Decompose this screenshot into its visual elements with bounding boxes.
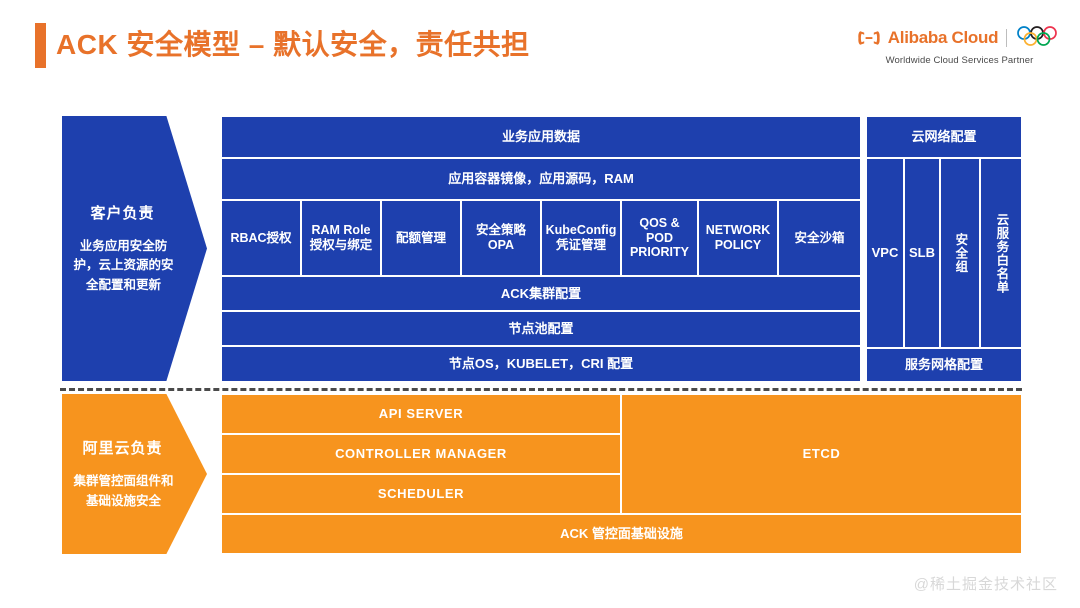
title-accent-bar (35, 23, 46, 68)
network-item-slb: SLB (904, 158, 940, 348)
brand-row: Alibaba Cloud (857, 25, 1062, 51)
olympic-rings-icon (1015, 25, 1061, 51)
customer-responsibility-panel: 客户负责 业务应用安全防护，云上资源的安全配置和更新 (62, 116, 207, 381)
control-kubeconfig: KubeConfig 凭证管理 (541, 200, 621, 276)
component-controller-manager: CONTROLLER MANAGER (221, 434, 621, 474)
row-ack-cluster-config: ACK集群配置 (221, 276, 861, 311)
control-sandbox: 安全沙箱 (778, 200, 861, 276)
control-rbac: RBAC授权 (221, 200, 301, 276)
alibaba-title: 阿里云负责 (82, 440, 163, 458)
service-mesh-config: 服务网格配置 (866, 348, 1022, 382)
control-qos-pod-priority: QOS & POD PRIORITY (621, 200, 698, 276)
row-nodepool-config: 节点池配置 (221, 311, 861, 346)
row-business-app-data: 业务应用数据 (221, 116, 861, 158)
brand-logo: Alibaba Cloud Worldwide Cloud Services P… (857, 25, 1062, 66)
network-item-security-group: 安全组 (940, 158, 980, 348)
control-ram-role: RAM Role 授权与绑定 (301, 200, 381, 276)
customer-description: 业务应用安全防护，云上资源的安全配置和更新 (73, 238, 174, 292)
control-network-policy: NETWORK POLICY (698, 200, 778, 276)
watermark: @稀土掘金技术社区 (913, 576, 1058, 593)
responsibility-divider (60, 388, 1022, 391)
network-item-service-allowlist: 云服务白名单 (980, 158, 1022, 348)
network-item-vpc: VPC (866, 158, 904, 348)
brand-name: Alibaba Cloud (887, 28, 999, 47)
alibaba-responsibility-panel: 阿里云负责 集群管控面组件和基础设施安全 (62, 394, 207, 554)
page-title: ACK 安全模型 – 默认安全，责任共担 (56, 29, 530, 60)
row-node-os-config: 节点OS，KUBELET，CRI 配置 (221, 346, 861, 382)
ack-control-plane-infrastructure: ACK 管控面基础设施 (221, 514, 1022, 554)
control-quota: 配额管理 (381, 200, 461, 276)
brand-tagline: Worldwide Cloud Services Partner (885, 55, 1034, 66)
row-app-images: 应用容器镜像，应用源码，RAM (221, 158, 861, 200)
alibaba-description: 集群管控面组件和基础设施安全 (73, 474, 174, 508)
control-opa: 安全策略 OPA (461, 200, 541, 276)
component-api-server: API SERVER (221, 394, 621, 434)
cloud-network-config: 云网络配置 (866, 116, 1022, 158)
alibaba-cloud-logo-icon (858, 30, 880, 46)
customer-title: 客户负责 (90, 204, 155, 222)
component-scheduler: SCHEDULER (221, 474, 621, 514)
page-header: ACK 安全模型 – 默认安全，责任共担 Alibaba Cloud (0, 0, 1080, 92)
brand-divider (1006, 29, 1008, 47)
component-etcd: ETCD (621, 394, 1022, 514)
